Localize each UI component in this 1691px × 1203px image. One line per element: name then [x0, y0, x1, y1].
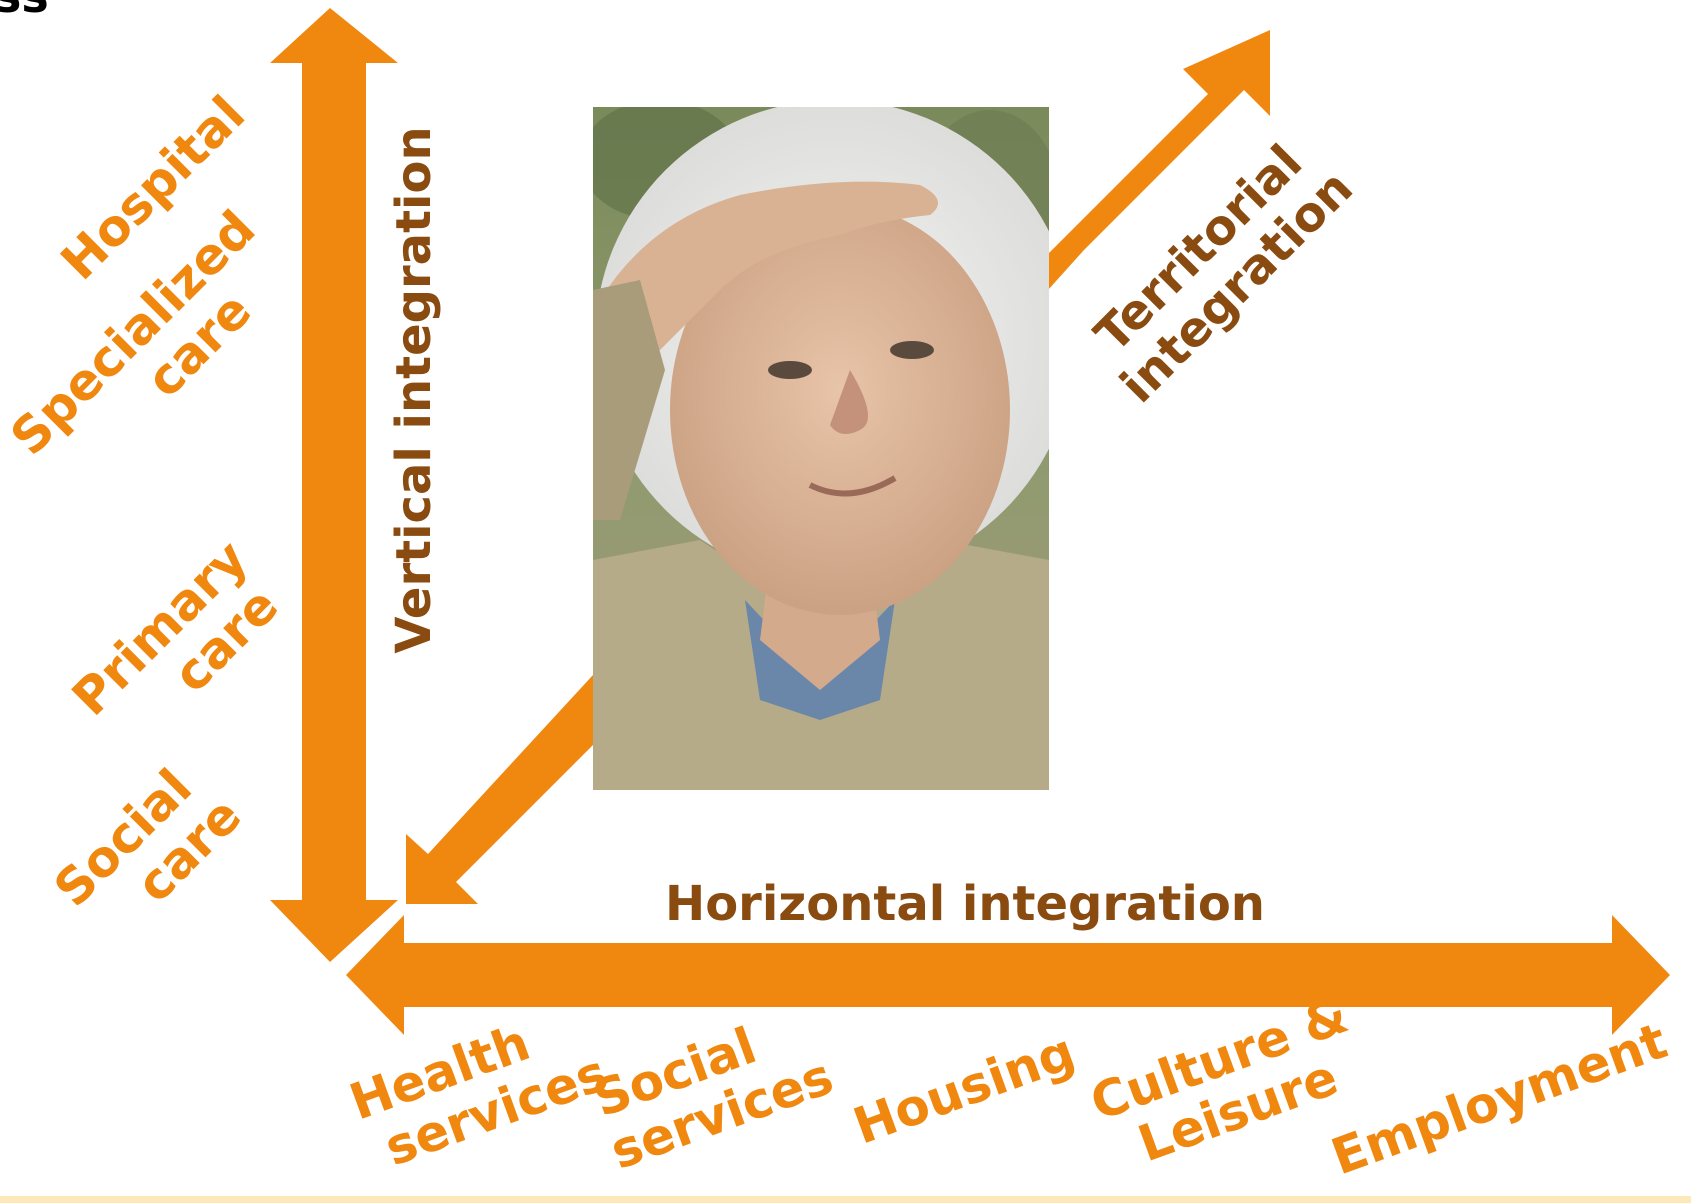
bottom-band [0, 1196, 1691, 1203]
territorial-arrow-lower [406, 675, 593, 904]
sector-employment-label: Employment [1324, 1012, 1674, 1187]
horizontal-integration-label: Horizontal integration [665, 876, 1265, 932]
elderly-woman-photo [593, 107, 1049, 790]
horizontal-arrow [346, 915, 1670, 1035]
sector-housing-label: Housing [846, 1022, 1082, 1155]
vertical-arrow [270, 8, 398, 962]
title-fragment: ss [0, 0, 49, 23]
territorial-arrow-upper [1048, 30, 1270, 290]
vertical-integration-label: Vertical integration [386, 126, 442, 653]
